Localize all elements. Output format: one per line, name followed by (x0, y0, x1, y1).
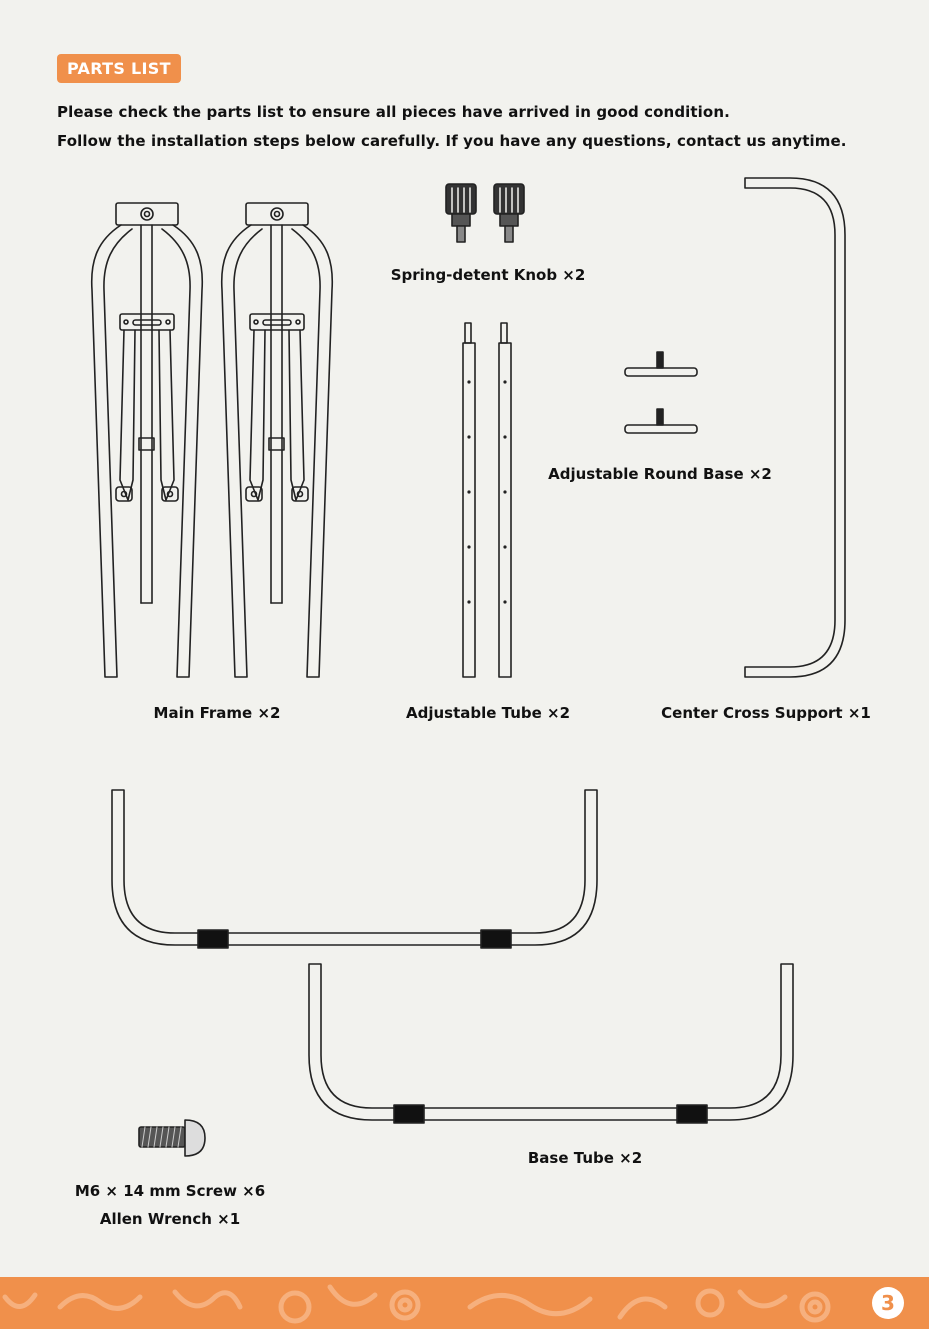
intro-line-1: Please check the parts list to ensure al… (57, 103, 730, 121)
footer-swirl-pattern (2, 1284, 831, 1324)
label-adjustable-tube: Adjustable Tube ×2 (405, 704, 571, 722)
label-wrench: Allen Wrench ×1 (99, 1210, 241, 1228)
main-frame-drawing-2 (220, 202, 334, 678)
page-footer: 3 (0, 1277, 929, 1329)
parts-illustration (90, 177, 846, 1157)
adjustable-tube-drawing (462, 322, 512, 678)
screw-drawing (138, 1119, 206, 1157)
label-main-frame: Main Frame ×2 (153, 704, 281, 722)
label-round-base: Adjustable Round Base ×2 (548, 465, 772, 483)
label-base-tube: Base Tube ×2 (527, 1149, 643, 1167)
cross-support-drawing (744, 177, 846, 678)
label-cross-support: Center Cross Support ×1 (661, 704, 871, 722)
intro-line-2: Follow the installation steps below care… (57, 132, 847, 150)
base-tube-drawing-2 (308, 963, 794, 1124)
label-knob: Spring-detent Knob ×2 (390, 266, 586, 284)
knob-drawing (445, 183, 525, 243)
main-frame-drawing-1 (90, 202, 204, 678)
section-badge: PARTS LIST (57, 54, 181, 83)
page-number: 3 (872, 1287, 904, 1319)
base-tube-drawing-1 (111, 789, 598, 949)
round-base-drawing (624, 351, 698, 434)
label-screw: M6 × 14 mm Screw ×6 (74, 1182, 266, 1200)
intro-text: Please check the parts list to ensure al… (57, 98, 877, 156)
